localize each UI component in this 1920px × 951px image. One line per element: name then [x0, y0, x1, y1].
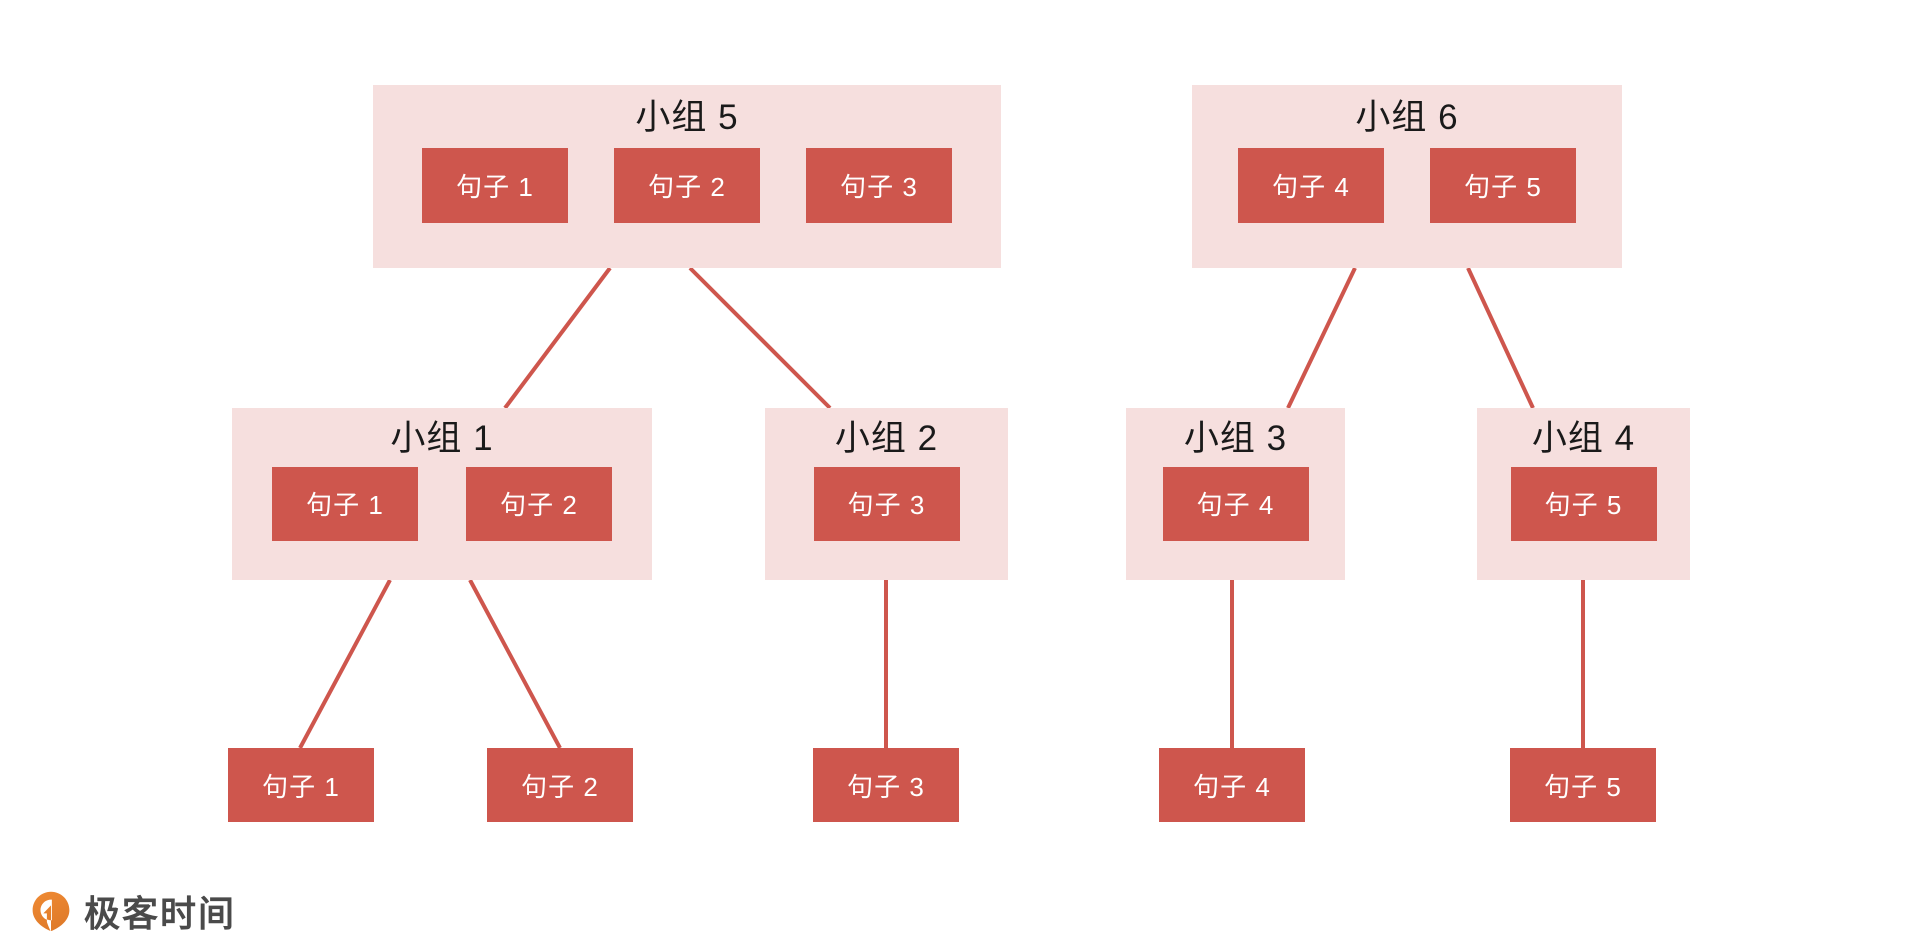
group-3-sentence-row: 句子 4 [1162, 466, 1309, 541]
group-title-3: 小组 3 [1183, 419, 1288, 458]
sentence-box-g6-0[interactable]: 句子 4 [1238, 147, 1384, 223]
group-box-4[interactable]: 小组 4 句子 5 [1477, 408, 1690, 580]
group-1-sentence-row: 句子 1 句子 2 [272, 466, 612, 541]
geekbang-pin-icon [32, 891, 70, 932]
group-title-2: 小组 2 [834, 419, 939, 458]
group-box-3[interactable]: 小组 3 句子 4 [1126, 408, 1345, 580]
geekbang-logo-text: 极客时间 [84, 893, 237, 934]
group-box-6[interactable]: 小组 6 句子 4 句子 5 [1192, 85, 1622, 268]
leaf-sentence-4[interactable]: 句子 4 [1159, 748, 1305, 822]
sentence-box-g1-0[interactable]: 句子 1 [272, 466, 418, 541]
group-title-4: 小组 4 [1531, 419, 1636, 458]
sentence-box-g5-2[interactable]: 句子 3 [806, 147, 952, 223]
group-4-sentence-row: 句子 5 [1510, 466, 1657, 541]
sentence-box-g2-0[interactable]: 句子 3 [813, 466, 960, 541]
group-6-sentence-row: 句子 4 句子 5 [1238, 147, 1576, 223]
group-title-1: 小组 1 [390, 419, 494, 458]
sentence-box-g4-0[interactable]: 句子 5 [1510, 466, 1657, 541]
edge-g6-to-g3 [1286, 267, 1357, 409]
leaf-sentence-3[interactable]: 句子 3 [813, 748, 959, 822]
edge-g5-to-g2 [688, 266, 832, 410]
sentence-box-g5-0[interactable]: 句子 1 [422, 147, 568, 223]
group-title-6: 小组 6 [1355, 98, 1459, 137]
sentence-box-g1-1[interactable]: 句子 2 [466, 466, 612, 541]
group-box-5[interactable]: 小组 5 句子 1 句子 2 句子 3 [373, 85, 1001, 268]
sentence-box-g3-0[interactable]: 句子 4 [1162, 466, 1309, 541]
group-box-1[interactable]: 小组 1 句子 1 句子 2 [232, 408, 652, 580]
group-2-sentence-row: 句子 3 [813, 466, 960, 541]
edge-g1-to-leaf2 [468, 579, 562, 749]
sentence-box-g6-1[interactable]: 句子 5 [1430, 147, 1576, 223]
sentence-box-g5-1[interactable]: 句子 2 [614, 147, 760, 223]
leaf-sentence-1[interactable]: 句子 1 [228, 748, 374, 822]
group-box-2[interactable]: 小组 2 句子 3 [765, 408, 1008, 580]
leaf-sentence-2[interactable]: 句子 2 [487, 748, 633, 822]
edge-g5-to-g1 [503, 266, 612, 410]
leaf-sentence-5[interactable]: 句子 5 [1510, 748, 1656, 822]
group-title-5: 小组 5 [635, 98, 739, 137]
edge-g6-to-g4 [1466, 267, 1535, 409]
group-5-sentence-row: 句子 1 句子 2 句子 3 [422, 147, 952, 223]
geekbang-logo: 极客时间 [30, 885, 236, 937]
edge-g1-to-leaf1 [298, 579, 392, 749]
